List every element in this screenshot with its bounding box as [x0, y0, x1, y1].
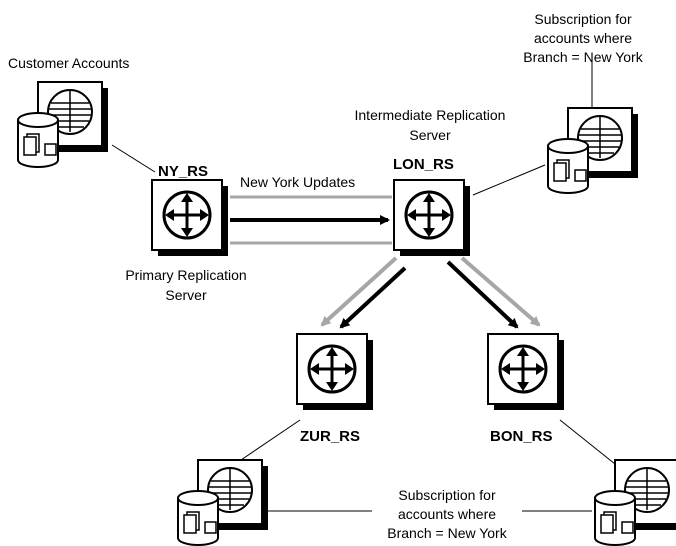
customer-accounts-label: Customer Accounts	[8, 55, 129, 71]
primary-replication-label-line1: Primary Replication	[125, 267, 246, 283]
lon-to-zur-arrow	[339, 266, 407, 329]
customer-to-ny-line	[111, 144, 156, 173]
zur-to-db-line	[237, 419, 301, 463]
lon-rs-server-icon	[392, 178, 472, 258]
subscription-top-label-line2: accounts where	[534, 30, 632, 46]
customer-accounts-database-icon	[17, 81, 109, 168]
subscription-top-label-line1: Subscription for	[534, 11, 632, 27]
zur-database-icon	[177, 459, 269, 546]
subscription-bottom-label-line1: Subscription for	[398, 487, 496, 503]
intermediate-replication-label-line2: Server	[409, 127, 451, 143]
bon-rs-label: BON_RS	[490, 428, 553, 445]
zur-rs-label: ZUR_RS	[300, 428, 360, 445]
bon-rs-server-icon	[486, 332, 566, 412]
primary-replication-label-line2: Server	[165, 287, 207, 303]
subscription-top-database-icon	[547, 107, 639, 194]
lon-rs-label: LON_RS	[393, 156, 454, 173]
lon-to-bon-arrow-light	[460, 256, 541, 327]
connector-lines	[111, 58, 616, 512]
bon-database-icon	[594, 459, 676, 546]
lon-to-bon-arrow	[446, 260, 519, 329]
subscription-bottom-label-line2: accounts where	[398, 506, 496, 522]
bon-to-db-line	[559, 419, 616, 465]
zur-rs-server-icon	[295, 332, 375, 412]
new-york-updates-label: New York Updates	[240, 174, 355, 190]
lon-to-zur-arrow-light	[320, 256, 398, 327]
intermediate-replication-label-line1: Intermediate Replication	[355, 107, 506, 123]
subscription-bottom-label-line3: Branch = New York	[387, 525, 507, 541]
lon-to-subscription-top-line	[472, 164, 546, 196]
subscription-top-label-line3: Branch = New York	[523, 49, 643, 65]
ny-rs-server-icon	[150, 178, 230, 258]
ny-rs-label: NY_RS	[158, 163, 208, 180]
